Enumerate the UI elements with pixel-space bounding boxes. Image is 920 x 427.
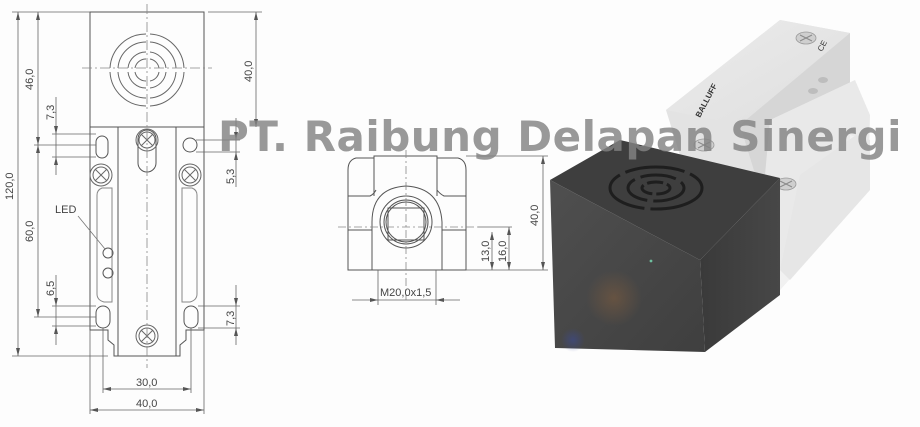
led-indicator	[102, 247, 114, 259]
upper-left-slot	[95, 135, 109, 159]
dim-overall-height: 120,0	[4, 172, 16, 200]
led-window	[818, 77, 828, 83]
upper-right-hole	[182, 137, 198, 153]
screw-icon	[693, 31, 817, 191]
side-view	[338, 150, 548, 305]
dim-side-height: 40,0	[529, 205, 541, 226]
dim-overall-width: 40,0	[136, 398, 157, 410]
sensing-face-icon	[109, 33, 185, 107]
dim-thread-16: 16,0	[497, 241, 509, 262]
dim-lower-slot: 6,5	[45, 281, 57, 296]
cable-entry	[387, 207, 425, 241]
watermark-text: PT. Raibung Delapan Sinergi	[218, 112, 902, 161]
dim-hole-pitch: 30,0	[136, 377, 157, 389]
dim-sensing-face: 40,0	[243, 61, 255, 82]
front-dimension-labels: 120,0 46,0 60,0 7,3 6,5 40,0 5,3 7,3 30,…	[4, 61, 255, 410]
front-view	[12, 4, 262, 414]
dim-top-to-hole: 46,0	[24, 69, 36, 90]
side-dimension-labels: 40,0 13,0 16,0 M20,0x1,5	[380, 205, 541, 299]
dim-hole-spacing: 60,0	[24, 221, 36, 242]
dim-upper-right-offset: 5,3	[225, 169, 237, 184]
sensing-face-icon	[608, 165, 704, 211]
product-render: BALLUFF CE	[550, 20, 870, 352]
dim-lower-right-slot: 7,3	[225, 311, 237, 326]
side-housing-outline	[347, 155, 467, 271]
dim-thread-size: M20,0x1,5	[380, 287, 431, 299]
dim-thread-13: 13,0	[480, 241, 492, 262]
dim-upper-slot: 7,3	[45, 105, 57, 120]
led-label: LED	[55, 204, 76, 216]
head-side	[700, 178, 780, 352]
